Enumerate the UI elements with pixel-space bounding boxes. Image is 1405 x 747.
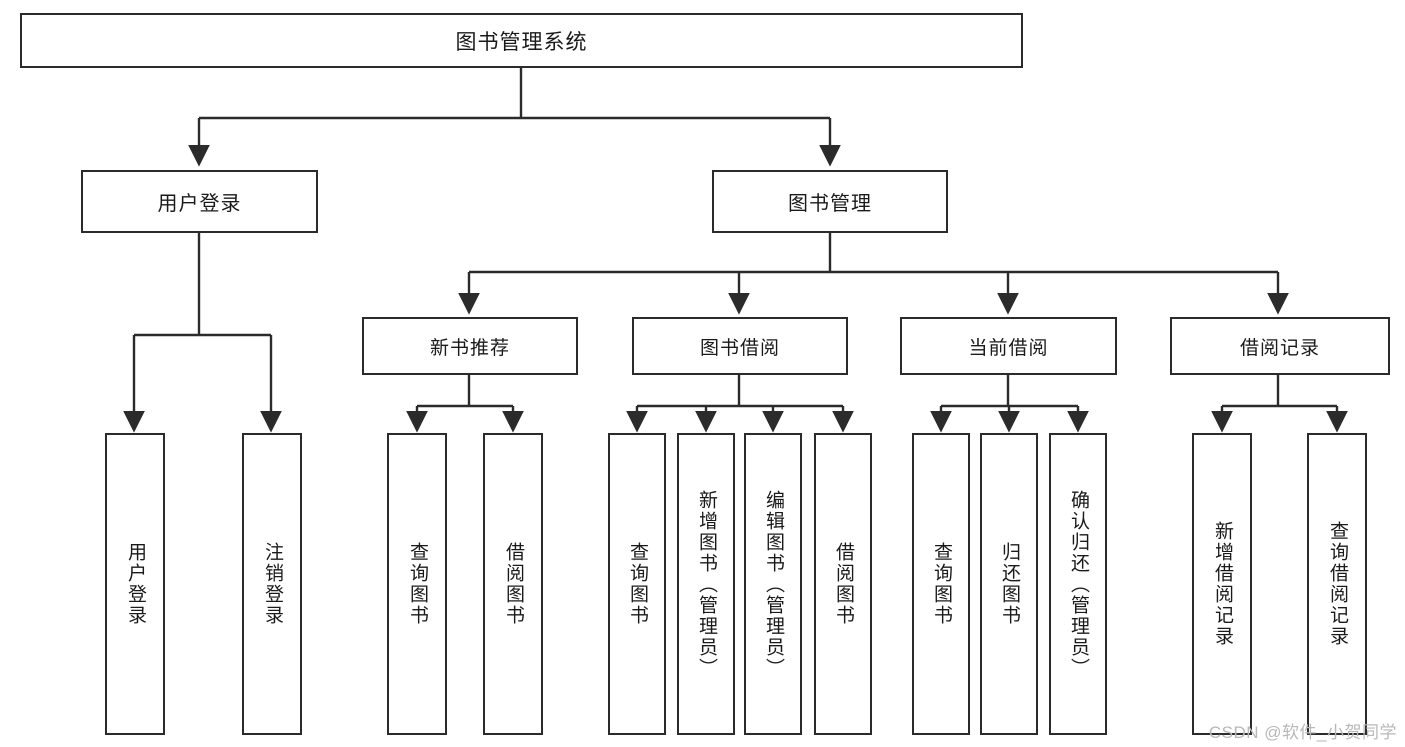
node-book-borrow-label: 图书借阅 <box>699 337 780 359</box>
leaf-borrowrecord-query-record-label: 查询借阅记录 <box>1326 521 1348 647</box>
leaf-currentborrow-return-book[interactable]: 归还图书 <box>980 433 1038 735</box>
leaf-bookborrow-add-book[interactable]: 新增图书（管理员） <box>677 433 735 735</box>
node-new-book-recommend[interactable]: 新书推荐 <box>362 317 578 375</box>
leaf-bookborrow-query-book[interactable]: 查询图书 <box>608 433 666 735</box>
leaf-bookborrow-add-book-label: 新增图书（管理员） <box>695 489 717 679</box>
node-root[interactable]: 图书管理系统 <box>20 13 1023 68</box>
leaf-newbook-query-book[interactable]: 查询图书 <box>387 433 447 735</box>
leaf-newbook-borrow-book-label: 借阅图书 <box>502 542 524 626</box>
node-current-borrow[interactable]: 当前借阅 <box>900 317 1117 375</box>
watermark: CSDN @软件_小贺同学 <box>1208 723 1397 742</box>
leaf-currentborrow-confirm-return[interactable]: 确认归还（管理员） <box>1049 433 1107 735</box>
leaf-newbook-query-book-label: 查询图书 <box>406 542 428 626</box>
node-borrow-record-label: 借阅记录 <box>1239 337 1320 359</box>
node-root-label: 图书管理系统 <box>455 30 588 54</box>
node-borrow-record[interactable]: 借阅记录 <box>1170 317 1390 375</box>
leaf-currentborrow-query-book-label: 查询图书 <box>930 542 952 626</box>
leaf-bookborrow-borrow-book-label: 借阅图书 <box>832 542 854 626</box>
leaf-currentborrow-return-book-label: 归还图书 <box>998 542 1020 626</box>
leaf-bookborrow-edit-book[interactable]: 编辑图书（管理员） <box>744 433 802 735</box>
leaf-borrowrecord-add-record[interactable]: 新增借阅记录 <box>1192 433 1252 735</box>
leaf-currentborrow-query-book[interactable]: 查询图书 <box>912 433 970 735</box>
leaf-bookborrow-edit-book-label: 编辑图书（管理员） <box>762 489 784 679</box>
leaf-currentborrow-confirm-return-label: 确认归还（管理员） <box>1067 489 1089 679</box>
leaf-bookborrow-borrow-book[interactable]: 借阅图书 <box>814 433 872 735</box>
leaf-user-login[interactable]: 用户登录 <box>105 433 165 735</box>
node-current-borrow-label: 当前借阅 <box>968 337 1049 359</box>
leaf-logout[interactable]: 注销登录 <box>242 433 302 735</box>
leaf-logout-label: 注销登录 <box>261 542 283 626</box>
leaf-borrowrecord-add-record-label: 新增借阅记录 <box>1211 521 1233 647</box>
leaf-user-login-label: 用户登录 <box>124 542 146 626</box>
node-book-borrow[interactable]: 图书借阅 <box>632 317 848 375</box>
node-book-manage[interactable]: 图书管理 <box>712 170 948 233</box>
node-user-login-label: 用户登录 <box>157 193 242 215</box>
node-new-book-recommend-label: 新书推荐 <box>429 337 510 359</box>
node-user-login[interactable]: 用户登录 <box>81 170 318 233</box>
leaf-borrowrecord-query-record[interactable]: 查询借阅记录 <box>1307 433 1367 735</box>
leaf-bookborrow-query-book-label: 查询图书 <box>626 542 648 626</box>
leaf-newbook-borrow-book[interactable]: 借阅图书 <box>483 433 543 735</box>
node-book-manage-label: 图书管理 <box>788 193 872 215</box>
